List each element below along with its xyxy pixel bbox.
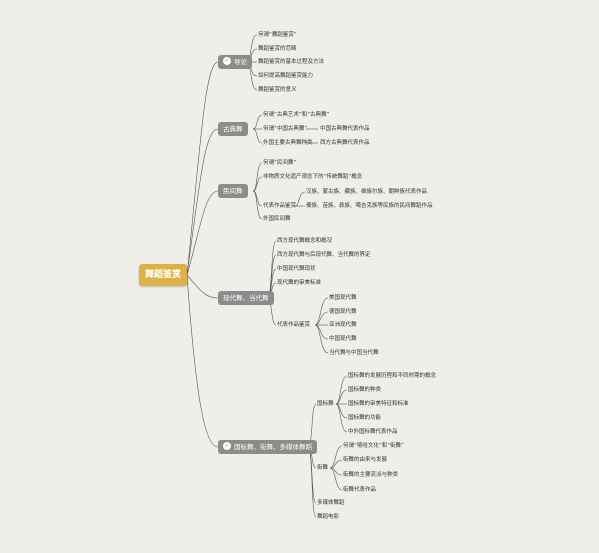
street-item: 街舞代表作品: [343, 487, 377, 493]
branch-dance: ✓国标舞、街舞、多媒体舞蹈: [218, 440, 317, 454]
modern-item: 中国现代舞现状: [277, 266, 316, 272]
modern-sub-item: 当代舞与中国当代舞: [329, 350, 379, 356]
root-node: 舞蹈鉴赏: [139, 264, 187, 286]
check-circle-icon: ✓: [223, 57, 231, 65]
modern-sub-item: 亚洲现代舞: [329, 322, 357, 328]
intro-item: 舞蹈鉴赏的范畴: [258, 46, 297, 52]
branch-intro: ✓导论: [218, 55, 252, 69]
folk-sub-item: 汉族、蒙古族、藏族、维族尔族、朝鲜族代表作品: [306, 189, 428, 195]
dance-item: 舞蹈电影: [317, 514, 340, 520]
branch-modern: 现代舞、当代舞: [218, 291, 274, 305]
classical-item: 外国主要古典舞种类: [263, 140, 313, 146]
ballroom-item: 国标舞的发展历程和不同时期的概念: [348, 373, 437, 379]
dance-item: 国标舞: [317, 401, 334, 407]
folk-sub-item: 傣族、苗族、彝族、噶吉克族等民族的民间舞蹈作品: [306, 203, 433, 209]
ballroom-item: 国标舞的功能: [348, 415, 382, 421]
modern-item: 西方现代舞概念和概况: [277, 238, 333, 244]
intro-item: 舞蹈鉴赏的意义: [258, 87, 297, 93]
folk-item: 代表作品鉴赏: [263, 203, 297, 209]
intro-item: 何谓“舞蹈鉴赏”: [258, 32, 297, 38]
ballroom-item: 国标舞的种类: [348, 387, 382, 393]
branch-intro-label: 导论: [234, 58, 247, 66]
modern-sub-item: 德国现代舞: [329, 309, 357, 315]
branch-dance-label: 国标舞、街舞、多媒体舞蹈: [234, 443, 312, 451]
classical-sub-item: 中国古典舞代表作品: [320, 126, 370, 132]
modern-item: 西方现代舞与后现代舞、当代舞的界定: [277, 252, 371, 258]
folk-item: 外国民间舞: [263, 216, 291, 222]
classical-item: 何谓“古典艺术”和“古典舞”: [263, 112, 330, 118]
street-item: 街舞的由来与发展: [343, 457, 388, 463]
street-item: 何谓“嘻哈文化”和“街舞”: [343, 443, 404, 449]
modern-item: 代表作品鉴赏: [277, 322, 311, 328]
modern-sub-item: 美国现代舞: [329, 295, 357, 301]
classical-item: 何谓“中国古典舞”: [263, 126, 308, 132]
ballroom-item: 中外国标舞代表作品: [348, 429, 398, 435]
classical-sub-item: 西方古典舞代表作品: [320, 140, 370, 146]
branch-folk: 民间舞: [218, 184, 248, 198]
modern-item: 现代舞的审美标准: [277, 280, 322, 286]
dance-item: 多媒体舞蹈: [317, 500, 345, 506]
modern-sub-item: 中国现代舞: [329, 336, 357, 342]
folk-item: 何谓“民间舞”: [263, 160, 297, 166]
branch-classical: 古典舞: [218, 122, 248, 136]
intro-item: 如何提高舞蹈鉴赏能力: [258, 73, 314, 79]
dance-item: 街舞: [317, 465, 329, 471]
intro-item: 舞蹈鉴赏的基本过程及方法: [258, 59, 325, 65]
ballroom-item: 国标舞的审美特征和标准: [348, 401, 409, 407]
street-item: 街舞的主要流派与种类: [343, 472, 399, 478]
folk-item: 非物质文化遗产观念下的“传统舞蹈”概念: [263, 174, 363, 180]
check-circle-icon: ✓: [223, 442, 231, 450]
